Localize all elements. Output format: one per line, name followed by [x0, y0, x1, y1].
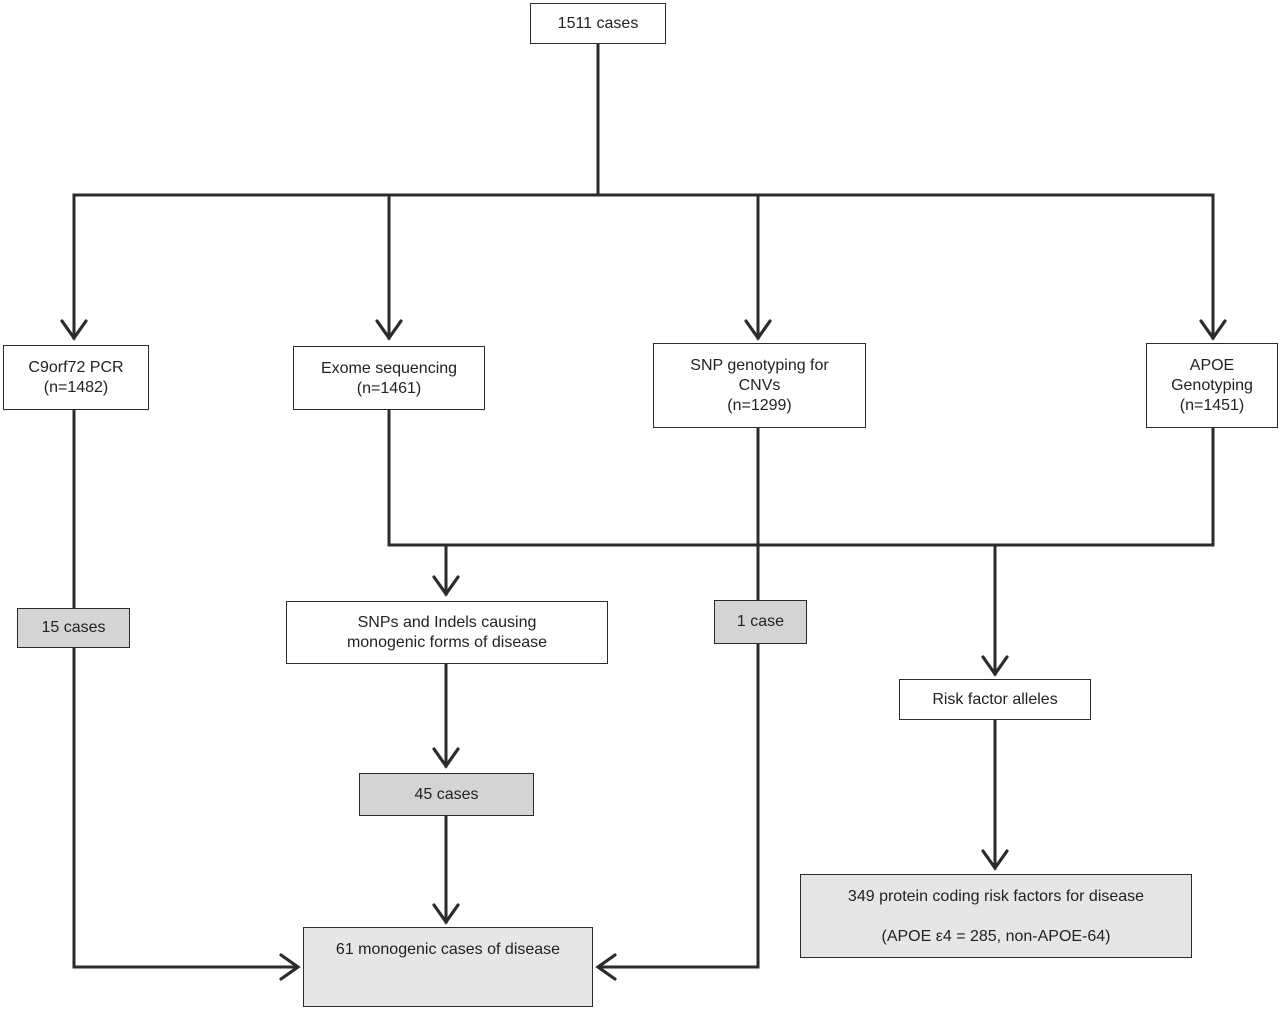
risk-factors-line-1: 349 protein coding risk factors for dise… [847, 888, 1145, 905]
total-cases-box: 1511 cases [530, 3, 666, 44]
exome-cases-box: 45 cases [359, 773, 534, 816]
arrowhead-risk-alleles [981, 655, 1009, 677]
c9orf72-pcr-line-2: (n=1482) [43, 379, 109, 396]
snp-genotyping-line-1: SNP genotyping for [690, 357, 829, 374]
monogenic-cases-label: 61 monogenic cases of disease [335, 941, 561, 958]
risk-factor-alleles-label: Risk factor alleles [932, 690, 1058, 708]
cnv-cases-box: 1 case [714, 600, 807, 644]
arrowhead-snp-cnv [744, 319, 772, 341]
arrowhead-risk-factors [981, 849, 1009, 871]
cnv-cases-label: 1 case [736, 613, 785, 630]
risk-factor-alleles-box: Risk factor alleles [899, 679, 1091, 720]
total-cases-line-1: 1511 cases [557, 14, 639, 32]
risk-factors-line-2: (APOE ε4 = 285, non-APOE-64) [881, 928, 1111, 945]
snps-indels-line-1: SNPs and Indels causing [357, 613, 537, 631]
apoe-genotyping-line-3: (n=1451) [1179, 397, 1245, 414]
apoe-genotyping-box: APOE Genotyping (n=1451) [1146, 343, 1278, 428]
arrowhead-exome [375, 319, 403, 341]
line-cnv-case-to-monogenic [598, 642, 760, 969]
c9orf72-cases-box: 15 cases [17, 608, 130, 648]
arrowhead-exome-cases [432, 747, 460, 769]
risk-factors-box: 349 protein coding risk factors for dise… [800, 874, 1192, 958]
arrowhead-monogenic-left [279, 953, 301, 981]
arrowhead-apoe [1199, 319, 1227, 341]
c9orf72-cases-label: 15 cases [41, 619, 106, 636]
exome-sequencing-line-2: (n=1461) [356, 380, 422, 397]
arrowhead-monogenic-right [595, 953, 617, 981]
c9orf72-pcr-box: C9orf72 PCR (n=1482) [3, 345, 149, 410]
snp-genotyping-cnv-box: SNP genotyping for CNVs (n=1299) [653, 343, 866, 428]
snps-indels-box: SNPs and Indels causing monogenic forms … [286, 601, 608, 664]
apoe-genotyping-line-2: Genotyping [1171, 377, 1253, 394]
exome-sequencing-line-1: Exome sequencing [320, 360, 458, 377]
arrowhead-c9orf72 [60, 319, 88, 341]
snp-genotyping-line-3: (n=1299) [727, 397, 792, 414]
c9orf72-pcr-line-1: C9orf72 PCR [28, 359, 124, 376]
snp-genotyping-line-2: CNVs [738, 377, 781, 394]
monogenic-cases-box: 61 monogenic cases of disease [303, 927, 593, 1007]
arrowhead-snps-indels [432, 575, 460, 597]
exome-sequencing-box: Exome sequencing (n=1461) [293, 346, 485, 410]
exome-cases-label: 45 cases [414, 785, 479, 803]
line-c9-cases-to-monogenic [72, 646, 298, 969]
arrowhead-monogenic-top [432, 903, 460, 925]
apoe-genotyping-line-1: APOE [1189, 357, 1235, 374]
snps-indels-line-2: monogenic forms of disease [346, 633, 548, 651]
